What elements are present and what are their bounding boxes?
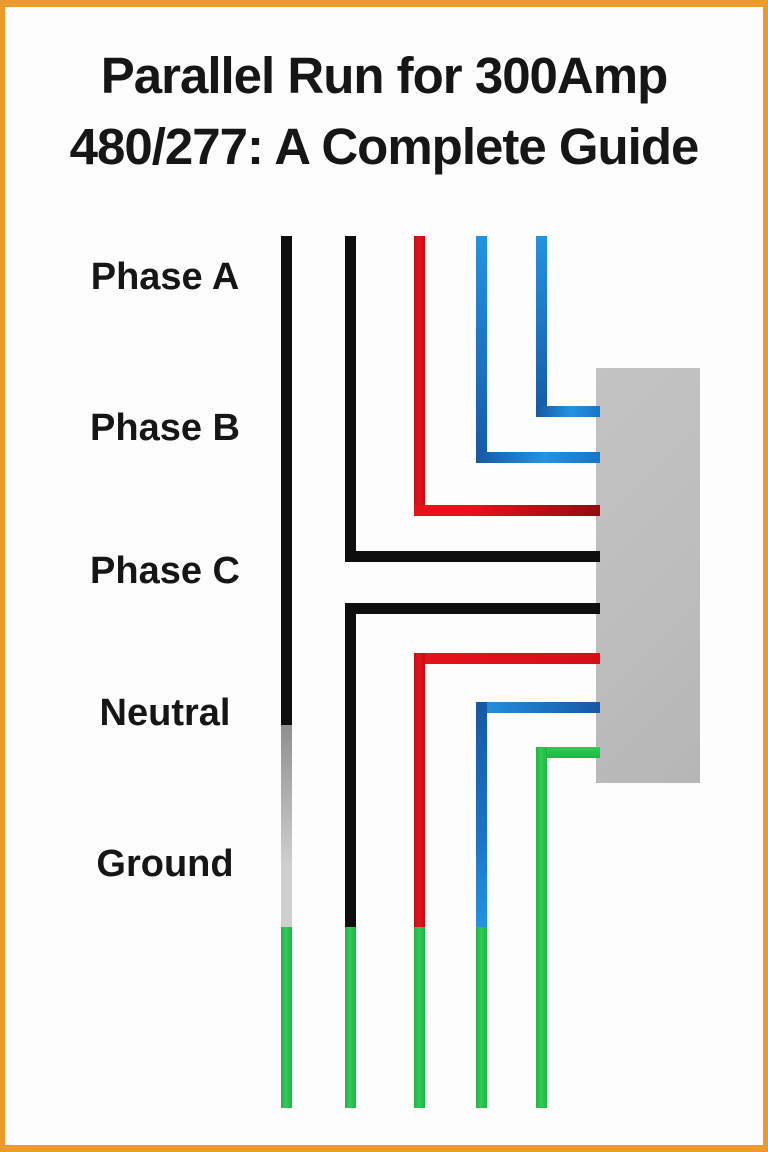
label-phase-c: Phase C [90, 550, 240, 592]
wire-run5-supply-horizontal [536, 406, 600, 417]
wire-run2-supply-vertical [345, 236, 356, 562]
wire-run2-load-horizontal [345, 603, 600, 614]
wire-run2-load-vertical [345, 603, 356, 927]
wire-run2-green-segment [345, 927, 356, 1108]
wire-run5-load-horizontal [536, 747, 600, 758]
label-ground: Ground [96, 843, 234, 885]
wire-run1-green-segment [281, 927, 292, 1108]
wire-run3-green-segment [414, 927, 425, 1108]
wire-run4-load-horizontal [476, 702, 600, 713]
wire-run5-load-vertical [536, 747, 547, 1108]
label-phase-b: Phase B [90, 407, 240, 449]
wire-run1-gray-segment [281, 725, 292, 927]
title-line-1: Parallel Run for 300Amp [100, 47, 669, 104]
wire-run3-load-vertical [414, 653, 425, 927]
title-line-2: 480/277: A Complete Guide [69, 118, 700, 175]
label-neutral: Neutral [99, 692, 231, 734]
wire-run5-supply-vertical [536, 236, 547, 417]
wire-run3-supply-horizontal [414, 505, 600, 516]
wire-run3-supply-vertical [414, 236, 425, 516]
wire-run4-supply-vertical [476, 236, 487, 463]
panel-box [596, 368, 700, 783]
wire-run2-supply-horizontal [345, 551, 600, 562]
wire-run4-load-vertical [476, 702, 487, 927]
label-phase-a: Phase A [90, 256, 240, 298]
wire-run3-load-horizontal [414, 653, 600, 664]
wire-run1-black-segment [281, 236, 292, 725]
wire-run4-supply-horizontal [476, 452, 600, 463]
page-title: Parallel Run for 300Amp 480/277: A Compl… [0, 40, 768, 182]
wire-run4-green-segment [476, 927, 487, 1108]
